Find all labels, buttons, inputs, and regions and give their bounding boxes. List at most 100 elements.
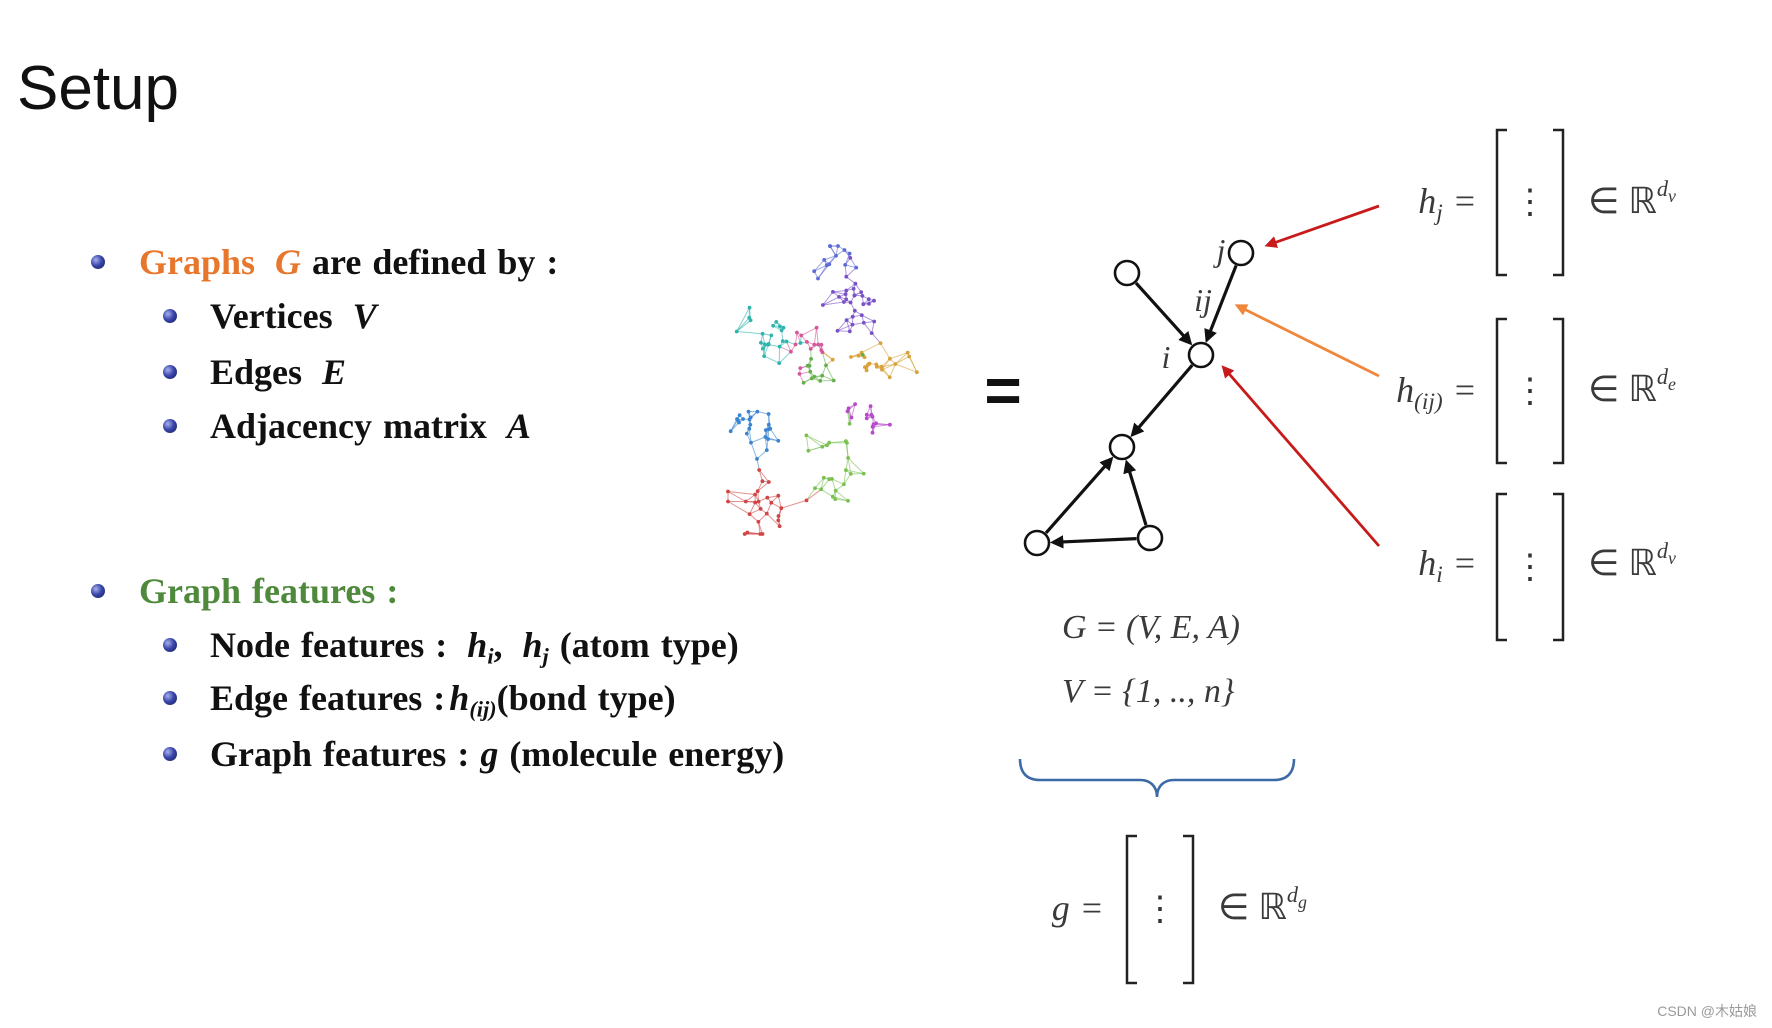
network-edge	[736, 331, 763, 335]
network-node	[804, 433, 809, 438]
network-node	[852, 293, 857, 298]
network-edge	[795, 332, 798, 345]
network-node	[769, 500, 774, 505]
network-node	[845, 409, 850, 414]
network-node	[831, 290, 835, 294]
network-node	[860, 294, 865, 298]
network-node	[833, 488, 838, 493]
network-node	[846, 406, 851, 411]
network-edge	[861, 342, 881, 354]
network-node	[830, 477, 834, 481]
network-node	[850, 322, 855, 327]
graph-node-i	[1187, 341, 1215, 369]
network-node	[765, 495, 770, 500]
network-edge	[808, 444, 828, 452]
network-edge	[813, 264, 828, 272]
graph-node-middle	[1108, 433, 1136, 461]
edge-feature-subscript: (ij)	[469, 696, 497, 722]
network-edge	[771, 502, 782, 509]
bracket-left-hj	[1495, 128, 1507, 277]
network-node	[726, 499, 730, 504]
bullet-icon	[163, 747, 177, 761]
network-edge	[852, 322, 864, 326]
bullet-vertices: Vertices V	[163, 296, 377, 336]
network-edge	[763, 355, 780, 364]
network-node	[755, 489, 760, 493]
network-edge	[779, 346, 792, 353]
network-edge	[763, 344, 769, 357]
equation-rest: = {1, .., n}	[1090, 673, 1235, 710]
separator: ,	[493, 625, 503, 665]
vector-hi-lhs: hi=	[1418, 538, 1475, 588]
network-node	[777, 361, 782, 365]
network-node	[762, 342, 767, 347]
vector-equals: =	[1454, 370, 1475, 410]
bullet-icon	[163, 638, 177, 652]
item-label: Graph features :	[210, 734, 470, 774]
vector-hj-dots: ⋮	[1513, 182, 1547, 222]
network-node	[758, 532, 763, 536]
network-node	[833, 497, 838, 501]
network-node	[763, 428, 768, 432]
vector-dim: d	[1656, 538, 1669, 564]
network-node	[753, 500, 758, 505]
network-node	[861, 471, 866, 476]
network-node	[756, 519, 761, 524]
bullet-icon	[91, 255, 105, 269]
network-node	[847, 251, 852, 256]
bullet-edge-features: Edge features :h(ij)(bond type)	[163, 678, 676, 720]
bracket-left-hij	[1495, 317, 1507, 465]
vector-hij-space: ∈ ℝde	[1588, 364, 1676, 414]
item-note: (atom type)	[559, 625, 739, 665]
edge-j-to-i	[1204, 265, 1238, 343]
network-node	[781, 325, 786, 330]
network-node	[844, 318, 849, 322]
network-node	[744, 431, 749, 436]
network-edge	[758, 469, 770, 483]
network-node	[749, 440, 753, 445]
network-node	[816, 276, 820, 281]
network-edge	[895, 356, 910, 365]
bullet-node-features: Node features : hi, hj (atom type)	[163, 625, 739, 667]
network-node	[741, 417, 745, 421]
network-node	[853, 402, 857, 406]
network-node	[737, 420, 741, 425]
bullet-text: Graphs G are defined by :	[139, 242, 558, 282]
underbrace	[1018, 758, 1296, 798]
network-node	[760, 331, 765, 336]
network-edge	[750, 436, 766, 444]
network-node	[755, 409, 760, 414]
network-node	[864, 416, 869, 421]
network-node	[850, 314, 855, 319]
network-edge	[749, 513, 759, 523]
graph-vector-space: ∈ ℝdg	[1218, 882, 1307, 932]
network-edge	[806, 488, 822, 501]
bullet-text: Edge features :h(ij)(bond type)	[210, 678, 676, 720]
item-label: Node features :	[210, 625, 448, 665]
network-node	[789, 349, 793, 354]
network-edge	[845, 267, 857, 278]
network-node	[776, 438, 781, 443]
network-node	[842, 482, 846, 487]
graphs-rest: are defined by :	[312, 242, 559, 282]
network-node	[764, 448, 769, 452]
network-node	[755, 457, 759, 461]
bullet-text: Adjacency matrix A	[210, 406, 531, 446]
network-edge	[845, 276, 856, 285]
network-node	[748, 415, 753, 420]
network-nodes	[726, 244, 919, 536]
vector-set: ∈ ℝ	[1218, 887, 1287, 927]
item-var: A	[506, 406, 531, 446]
network-edge	[747, 532, 761, 535]
network-node	[799, 333, 804, 338]
network-edge	[835, 490, 849, 502]
network-node	[905, 350, 910, 355]
label-node-i: i	[1161, 339, 1171, 375]
vector-dim-subscript: v	[1668, 548, 1676, 569]
network-edge	[831, 478, 845, 485]
network-edge	[757, 521, 761, 535]
network-edge	[766, 502, 772, 514]
network-node	[812, 342, 817, 347]
graph-node-bottom-right	[1136, 524, 1164, 552]
